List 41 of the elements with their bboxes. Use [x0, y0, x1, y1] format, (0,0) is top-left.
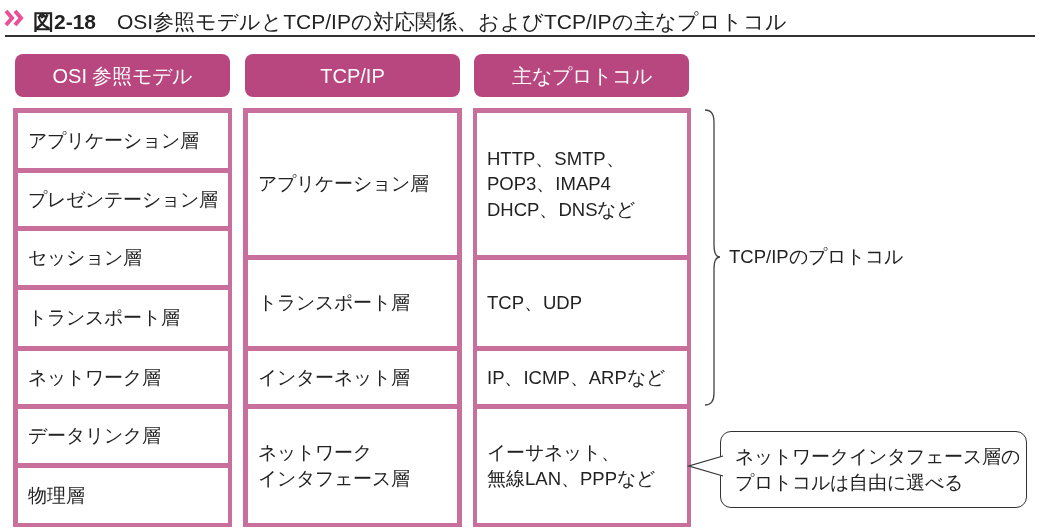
- layer-cell: [18, 351, 228, 404]
- layer-cell: [18, 231, 228, 285]
- layer-name: トランスポート層: [258, 292, 410, 314]
- layer-cell: [18, 290, 228, 346]
- header-label: 主なプロトコル: [511, 64, 652, 87]
- layer-name: ネットワーク層: [28, 366, 161, 388]
- layer-name: トランスポート層: [28, 307, 180, 329]
- layer-cell: [248, 351, 457, 404]
- speech-bubble: [720, 431, 1027, 508]
- layer-cell: [18, 173, 228, 226]
- layer-name: データリンク層: [28, 425, 161, 447]
- column-header: [15, 54, 230, 97]
- header-label: OSI 参照モデル: [52, 64, 193, 87]
- header-label: TCP/IP: [320, 64, 385, 87]
- layer-cell: [18, 113, 228, 168]
- protocol-list: HTTP、SMTP、POP3、IMAP4 DHCP、DNSなど: [487, 147, 636, 220]
- brace-label: TCP/IPのプロトコル: [729, 245, 903, 269]
- layer-name: プレゼンテーション層: [28, 188, 218, 210]
- protocol-list: IP、ICMP、ARPなど: [487, 366, 665, 388]
- layer-name: アプリケーション層: [28, 129, 199, 151]
- layer-name: セッション層: [28, 247, 142, 269]
- protocol-cell: [477, 409, 687, 523]
- figure-title: 図2-18 OSI参照モデルとTCP/IPの対応関係、およびTCP/IPの主なプロトコル: [33, 9, 787, 35]
- layer-cell: [18, 409, 228, 463]
- layer-cell: [248, 409, 457, 523]
- layer-name: アプリケーション層: [258, 173, 429, 195]
- layer-name: ネットワークインタフェース層: [258, 442, 410, 489]
- protocol-cell: [477, 351, 687, 404]
- column-header: [245, 54, 460, 97]
- layer-cell: [248, 260, 457, 346]
- layer-name: インターネット層: [258, 366, 410, 388]
- column-header: [474, 54, 689, 97]
- layer-cell: [248, 113, 457, 255]
- protocol-cell: [477, 113, 687, 255]
- layer-cell: [18, 468, 228, 523]
- layer-name: 物理層: [28, 484, 85, 506]
- callout-text: ネットワークインタフェース層のプロトコルは自由に選べる: [735, 445, 1020, 493]
- callout-pointer: [686, 455, 724, 477]
- protocol-cell: [477, 260, 687, 346]
- protocol-list: イーサネット、無線LAN、PPPなど: [487, 442, 655, 489]
- protocol-list: TCP、UDP: [487, 292, 583, 314]
